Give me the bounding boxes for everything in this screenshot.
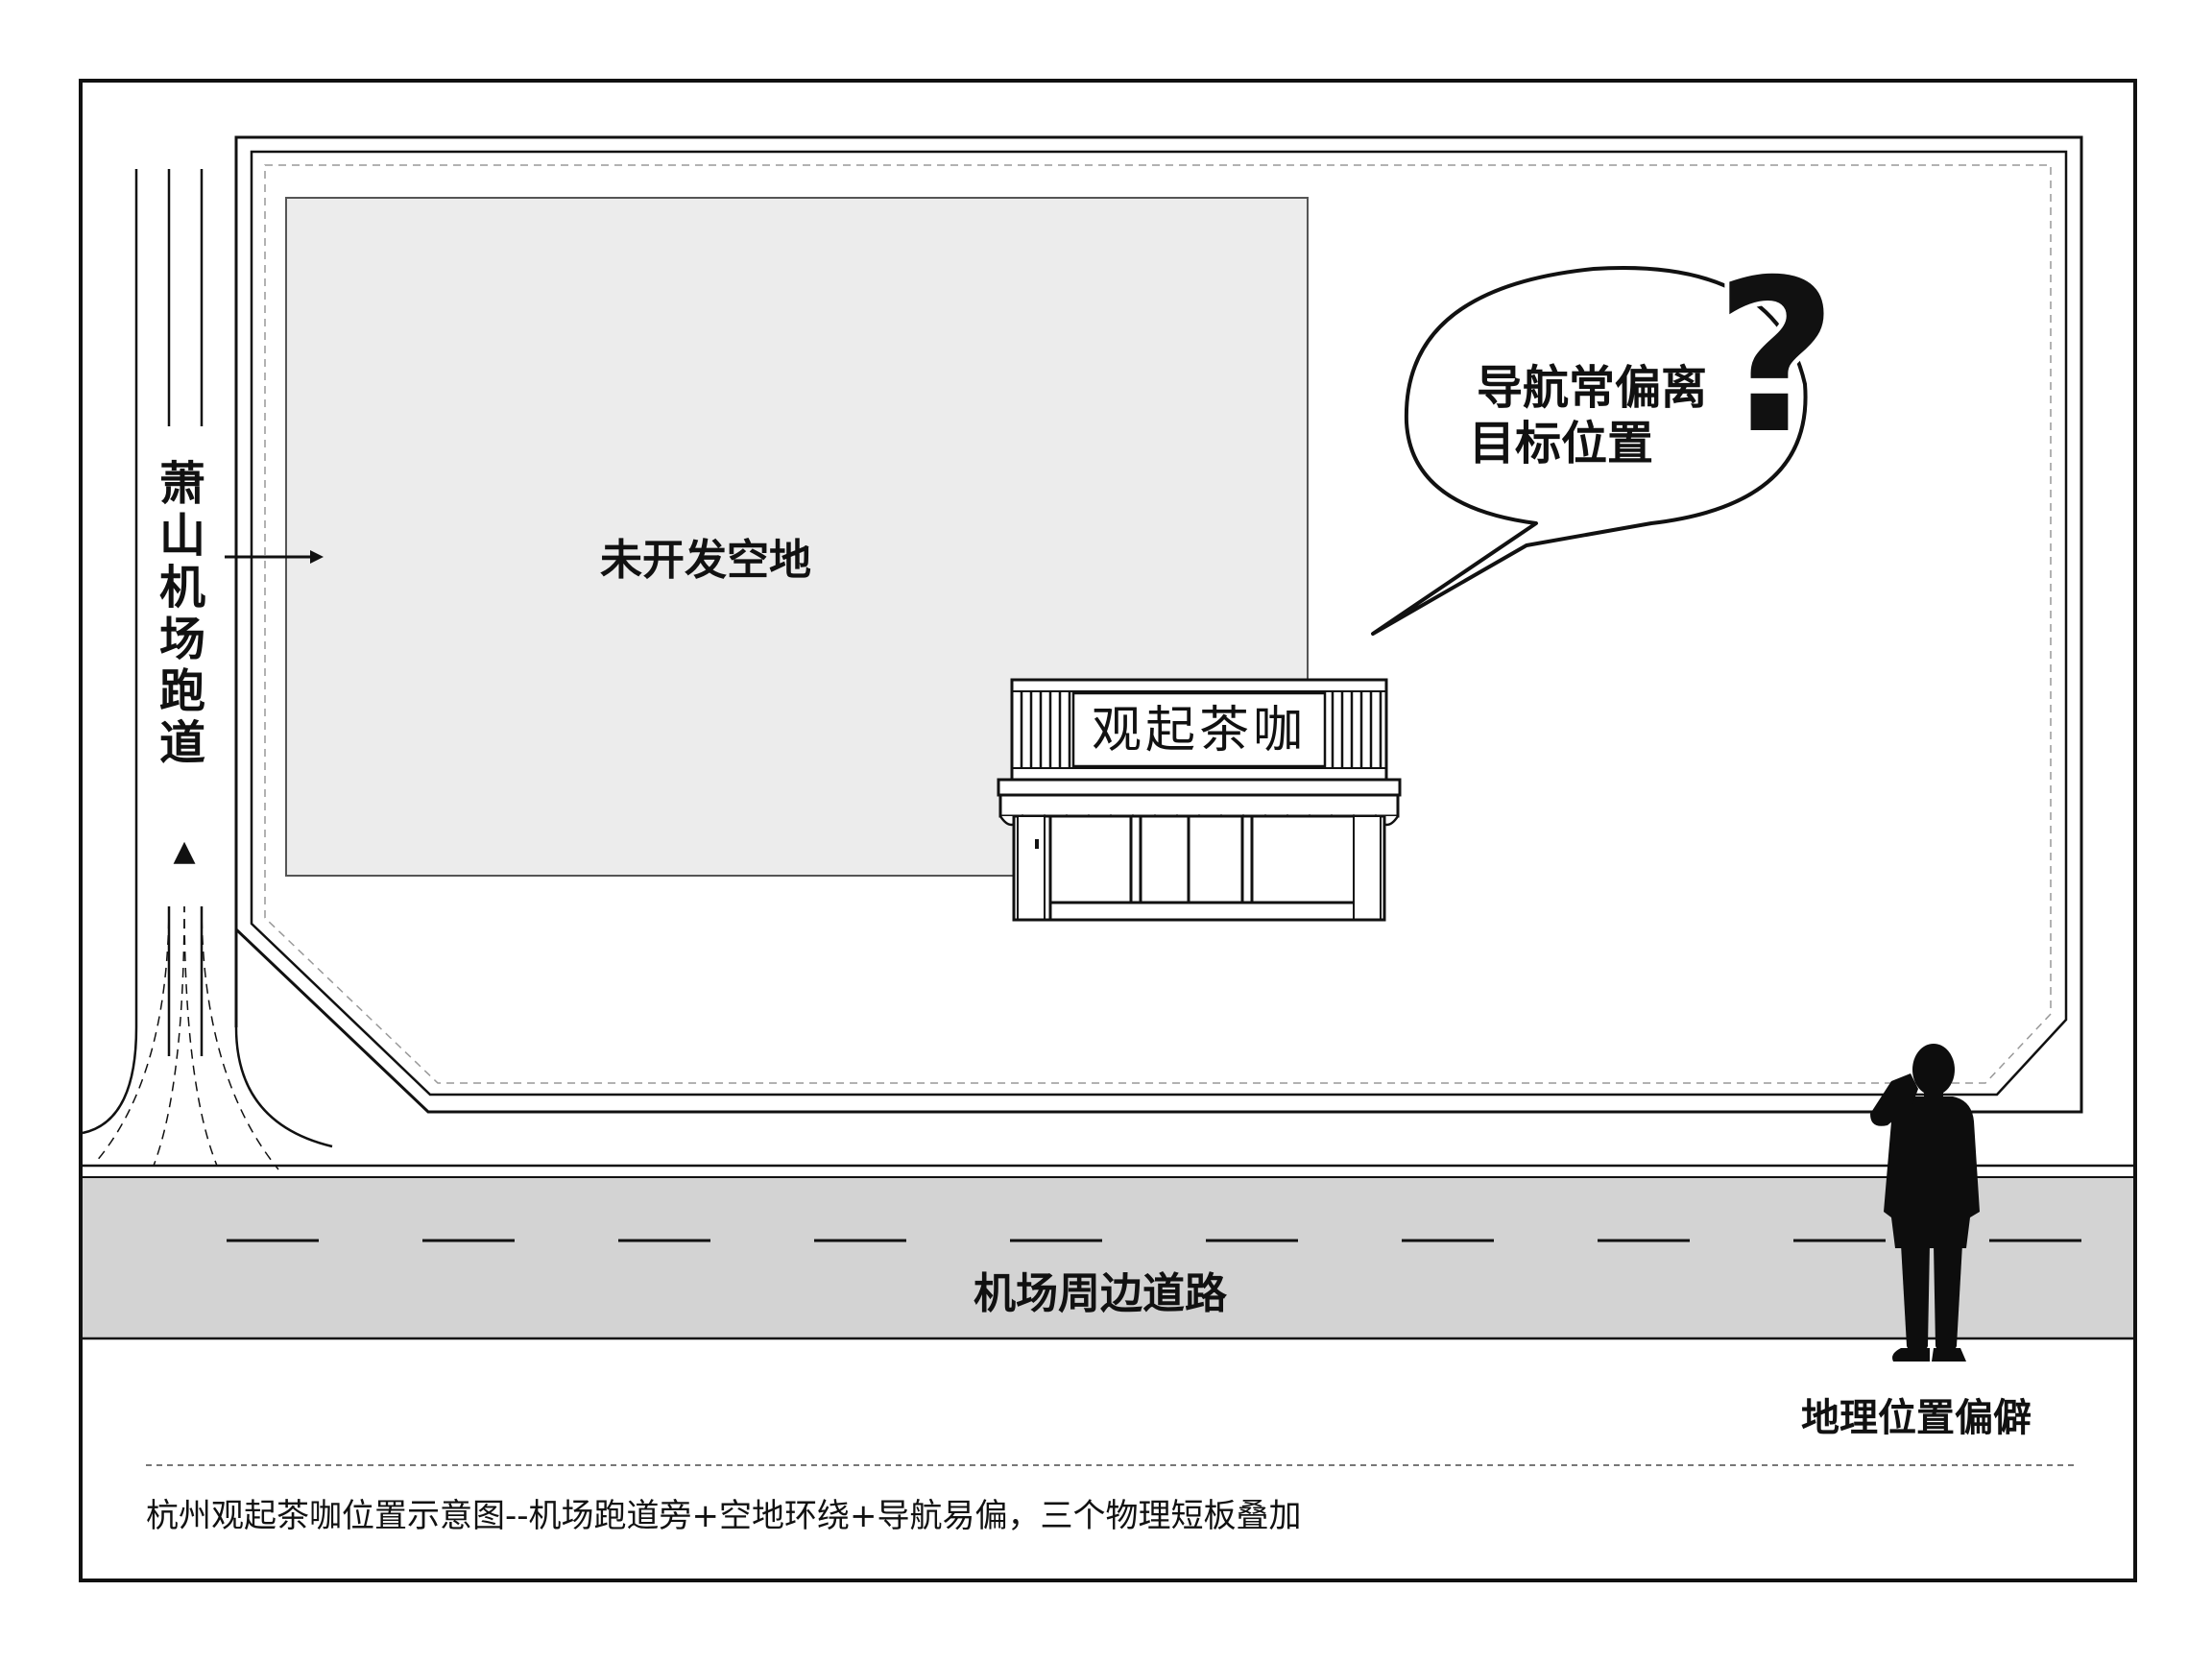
caption: 杭州观起茶咖位置示意图--机场跑道旁+空地环绕+导航易偏，三个物理短板叠加 — [146, 1497, 1302, 1535]
site-boundary-inner — [250, 150, 2068, 1097]
speech-bubble — [1371, 266, 1808, 636]
person-on-phone-icon — [1870, 1044, 1980, 1362]
vacant-land-label: 未开发空地 — [600, 536, 811, 585]
remote-location-label: 地理位置偏僻 — [1801, 1396, 2032, 1440]
road — [83, 1177, 2133, 1338]
speech-line-2: 目标位置 — [1469, 417, 1653, 470]
runway-label-background — [150, 426, 211, 906]
question-mark-icon: ? — [1715, 234, 1838, 480]
speech-line-1: 导航常偏离 — [1477, 361, 1707, 415]
runway-direction-icon: ▲ — [173, 834, 195, 868]
shop-sign-text: 观起茶咖 — [1092, 702, 1307, 759]
site-boundary-dashed — [264, 164, 2052, 1084]
shop-building — [997, 678, 1402, 922]
runway-label: 萧山机场跑道 — [159, 457, 205, 770]
road-label: 机场周边道路 — [974, 1269, 1228, 1318]
